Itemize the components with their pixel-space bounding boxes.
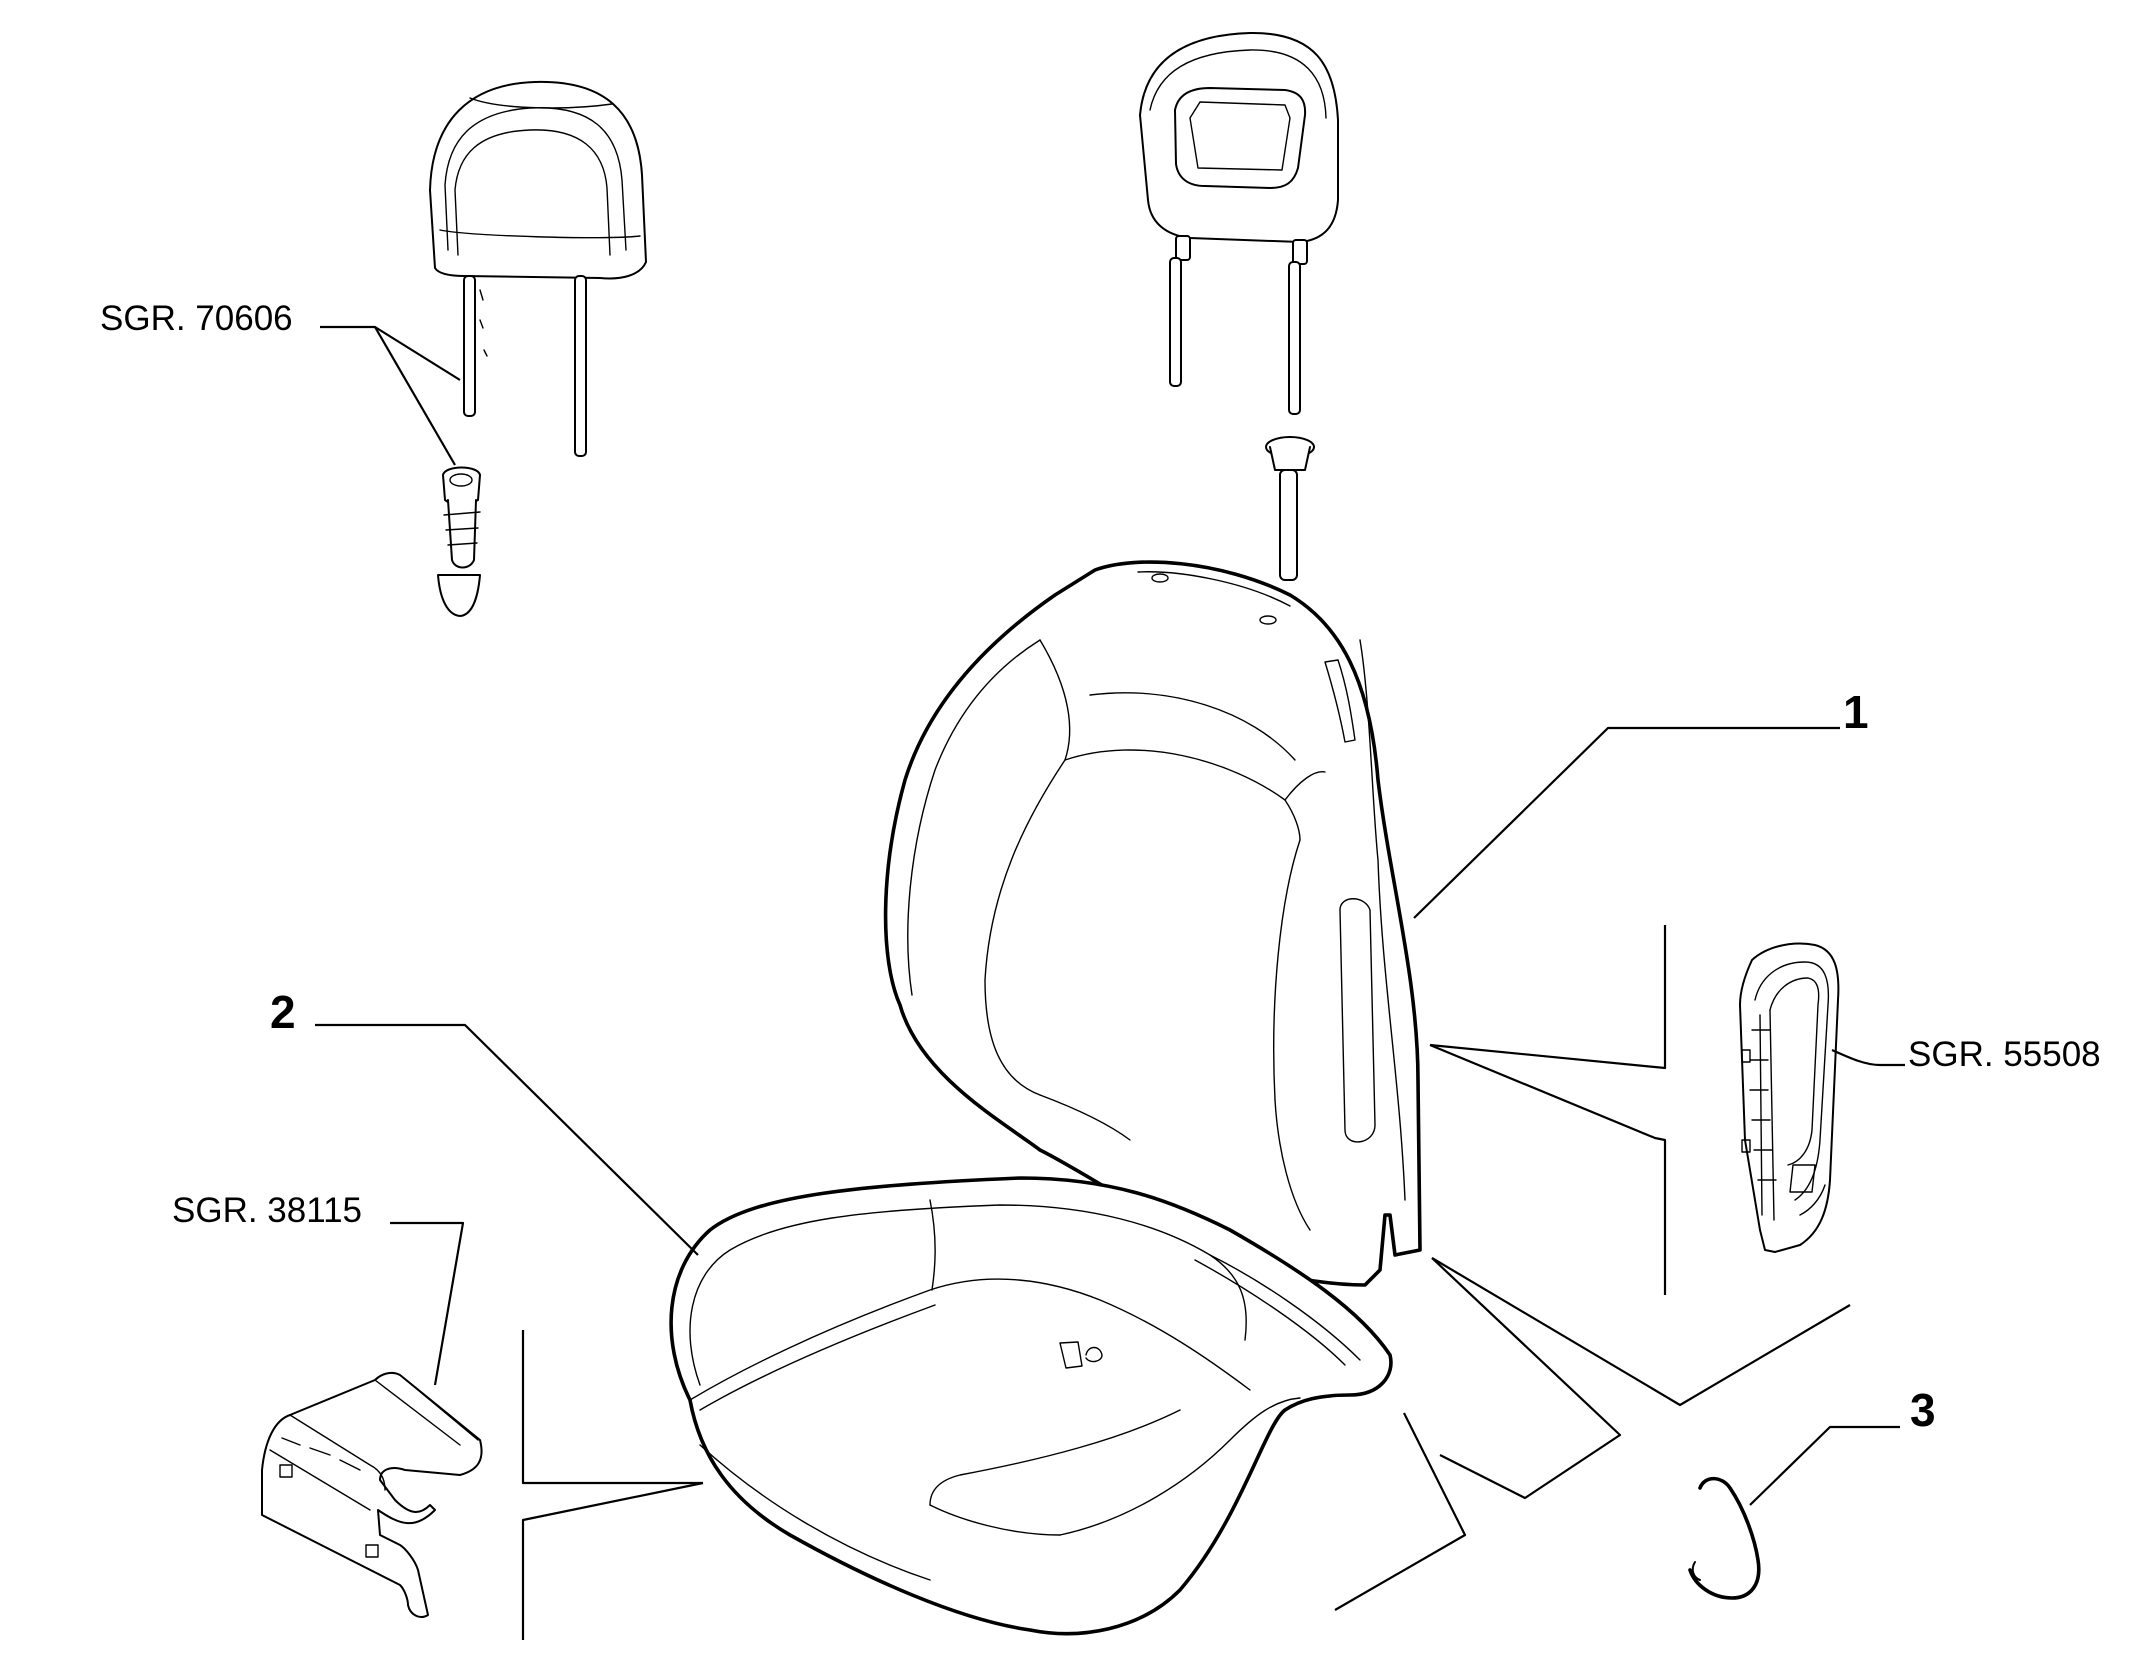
seat-bracket: [261, 1371, 483, 1618]
headrest-center: [1139, 31, 1339, 415]
leader-lines: [315, 325, 1905, 1640]
side-trim-panel: [1739, 942, 1840, 1253]
seat-cushion: [669, 1176, 1393, 1636]
clip-ring: [1688, 1476, 1761, 1600]
label-sgr-55508: SGR. 55508: [1908, 1035, 2101, 1074]
label-item-1: 1: [1843, 686, 1869, 738]
label-sgr-70606: SGR. 70606: [100, 299, 293, 338]
label-item-2: 2: [270, 986, 296, 1038]
headrest-guide-left: [437, 466, 481, 617]
label-item-3: 3: [1910, 1384, 1936, 1436]
label-sgr-38115: SGR. 38115: [172, 1191, 362, 1230]
seat-back-cushion: [883, 560, 1422, 1287]
headrest-guide-center: [1265, 436, 1315, 581]
headrest-left: [429, 80, 647, 457]
